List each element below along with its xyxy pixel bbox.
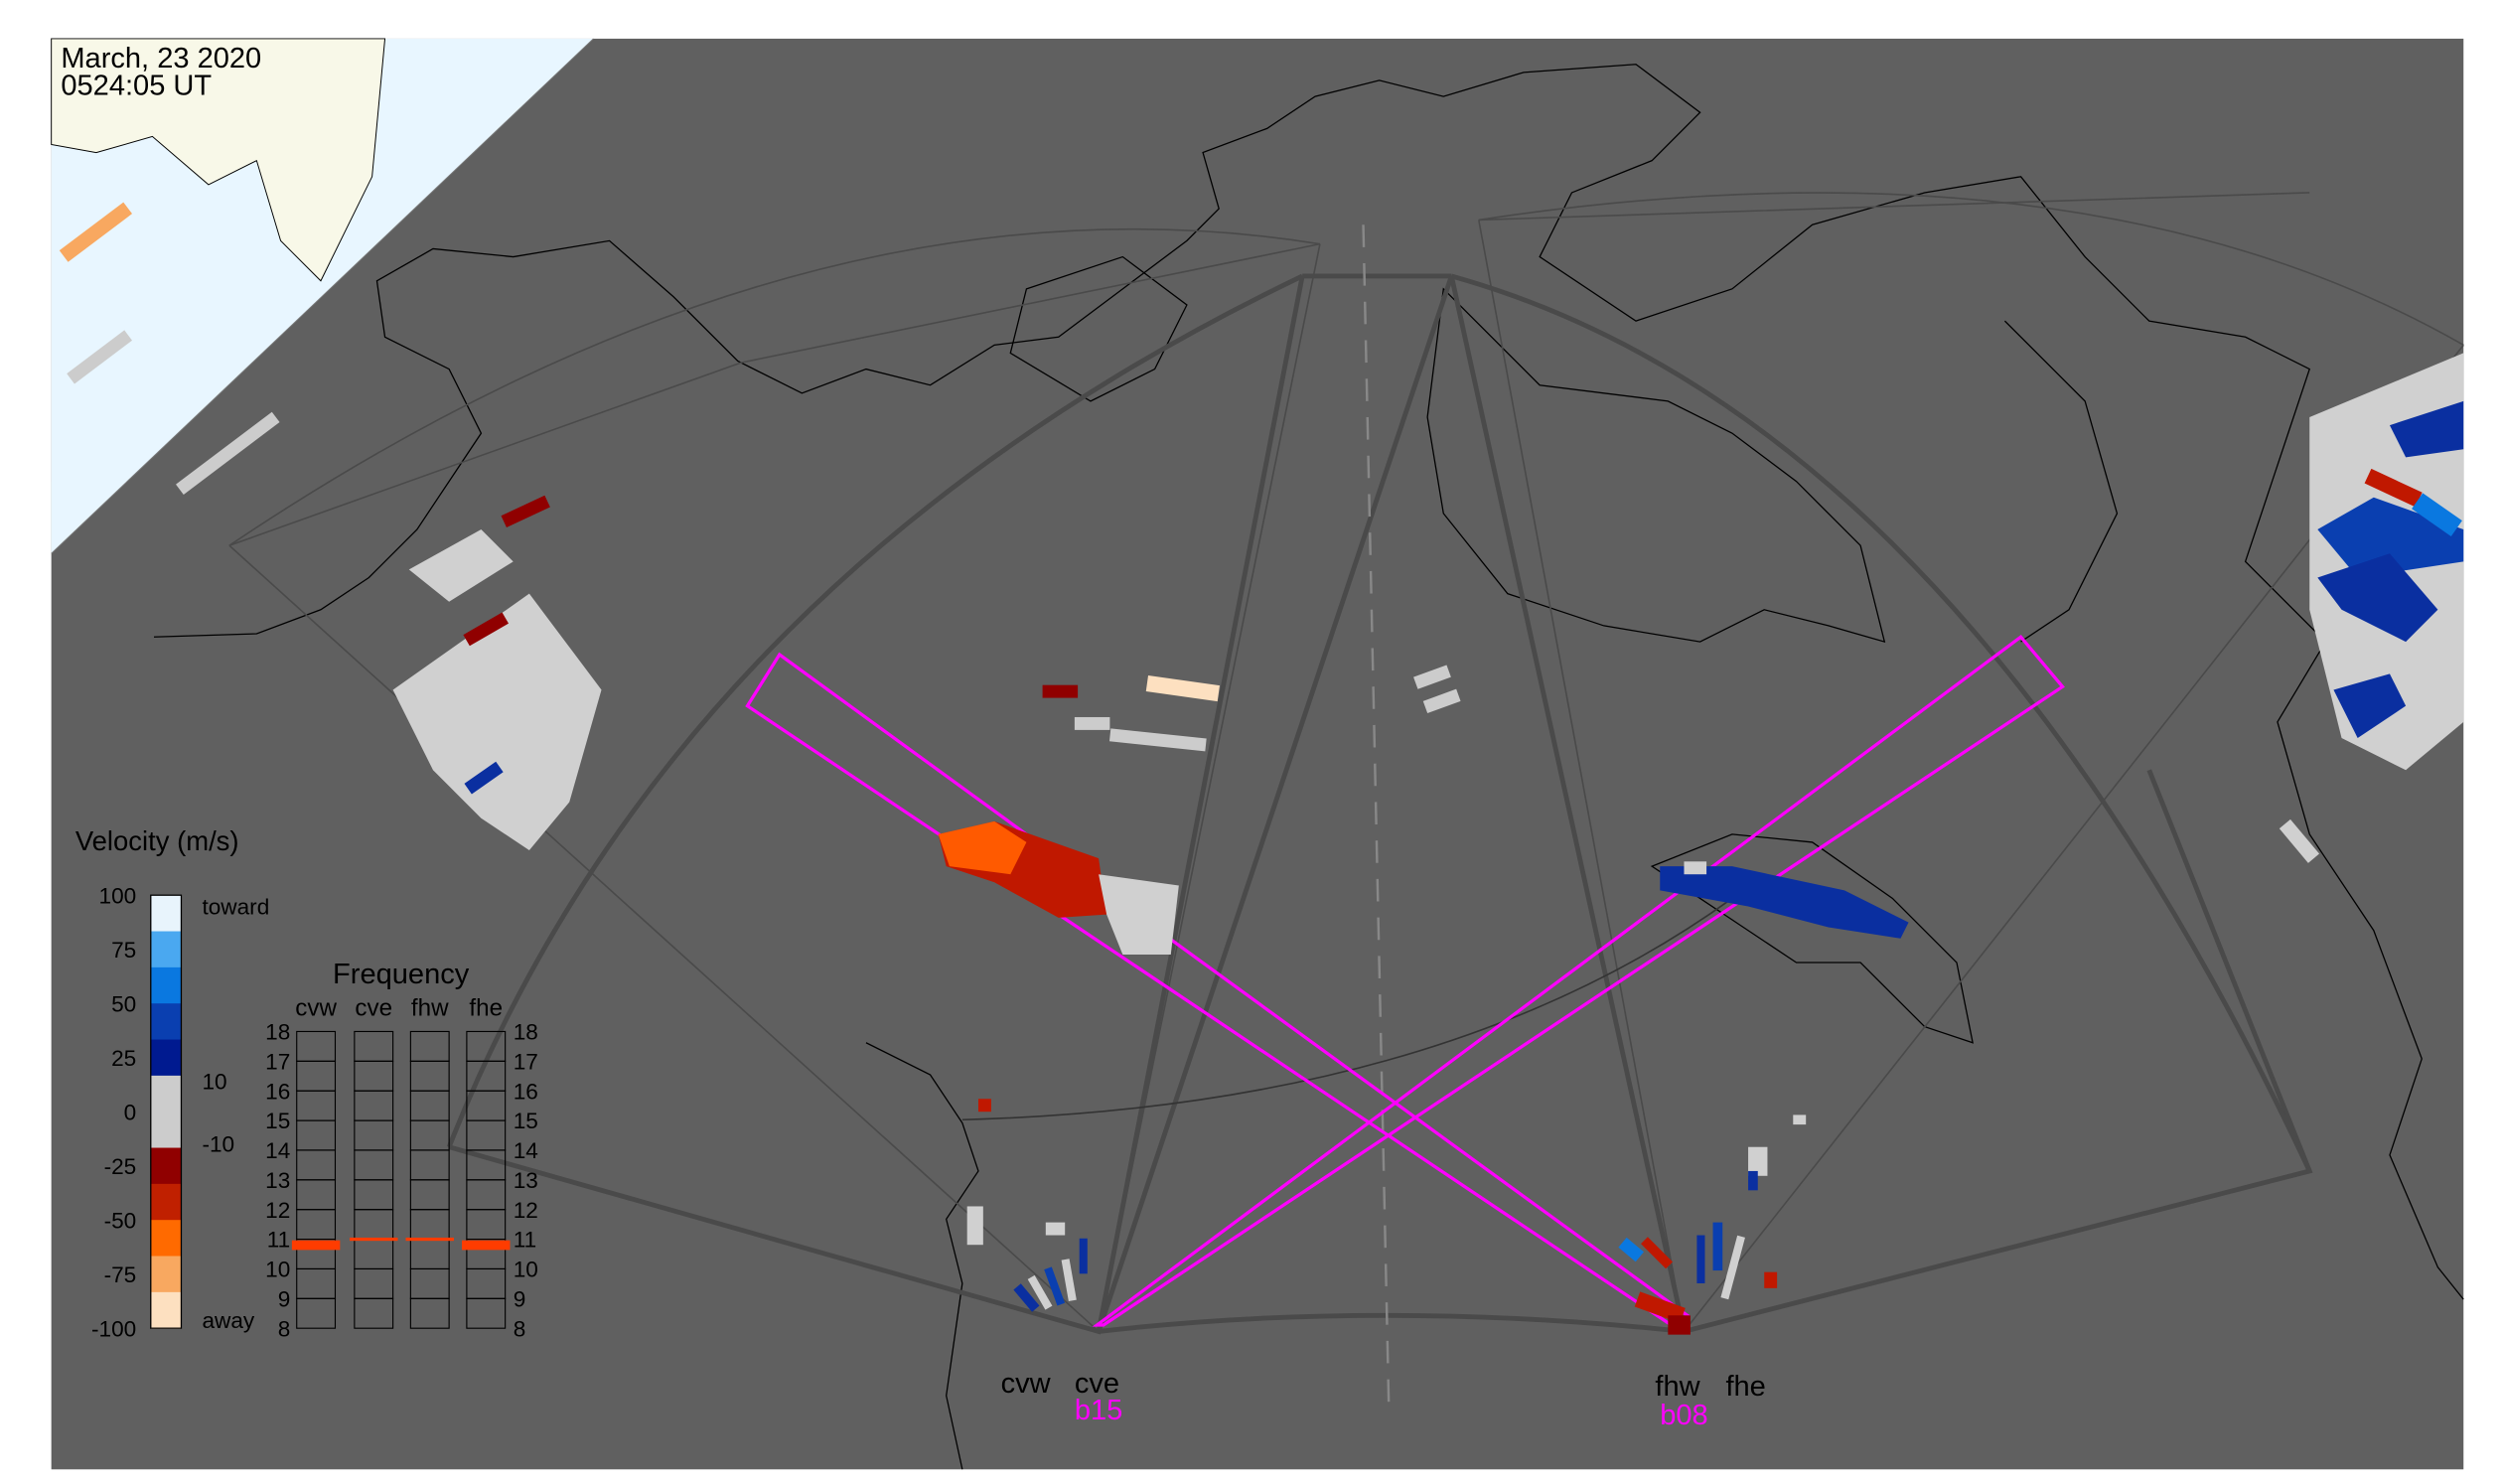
colorbar-tick-label: -100 <box>91 1316 136 1341</box>
frequency-tick-right: 13 <box>514 1168 538 1193</box>
away-label: away <box>202 1308 254 1333</box>
frequency-tick-right: 11 <box>514 1228 536 1253</box>
colorbar-tick-label: 0 <box>124 1100 137 1124</box>
frequency-tick-right: 18 <box>514 1020 538 1045</box>
frequency-tick-right: 9 <box>514 1286 526 1311</box>
velocity-legend: Velocity (m/s) 100 75 50 25 0 -25 -50 -75 -100 t… <box>75 825 269 1341</box>
frequency-tick-left: 16 <box>265 1079 290 1104</box>
frequency-mark-fhe <box>462 1240 511 1251</box>
frequency-column-label: cvw <box>295 994 337 1021</box>
frequency-cell <box>296 1030 337 1062</box>
colorbar-tick-label: 25 <box>111 1046 136 1071</box>
frequency-mark-fhw <box>405 1237 454 1242</box>
map-panel: March, 23 2020 0524:05 UT cvw cve b15 fh… <box>51 38 2464 1470</box>
colorbar-segment <box>150 895 182 933</box>
colorbar-segment <box>150 1147 182 1185</box>
radar-label-cvw: cvw <box>1001 1368 1052 1400</box>
radar-label-fhe: fhe <box>1725 1371 1765 1403</box>
fh-near-range-echoes <box>1618 1114 1807 1335</box>
colorbar-segment <box>150 966 182 1005</box>
radar-label-fhw: fhw <box>1655 1371 1700 1403</box>
colorbar-segment <box>150 1075 182 1113</box>
date-label: March, 23 2020 <box>61 43 261 74</box>
toward-label: toward <box>202 895 269 920</box>
colorbar-ticks: 100 75 50 25 0 -25 -50 -75 -100 <box>91 883 136 1341</box>
terminator-edge <box>51 38 594 554</box>
radar-fov-outlines <box>228 192 2464 1412</box>
daylight-land-region <box>51 38 386 282</box>
colorbar-tick-label: -75 <box>104 1262 137 1287</box>
frequency-mark-cvw <box>291 1240 341 1251</box>
frequency-cell <box>354 1030 394 1062</box>
cv-near-range-echoes <box>1013 1238 1088 1312</box>
coastlines <box>153 64 2464 1470</box>
colorbar-tick-label: 100 <box>99 883 137 908</box>
colorbar-segment <box>150 1220 182 1258</box>
colorbar-segment <box>150 1112 182 1149</box>
frequency-tick-left: 8 <box>278 1316 291 1341</box>
velocity-colorbar <box>150 894 183 1329</box>
colorbar-tick-label: -25 <box>104 1154 137 1179</box>
velocity-echoes <box>59 202 2464 1335</box>
frequency-tick-right: 12 <box>514 1198 538 1223</box>
colorbar-tick-label: -50 <box>104 1208 137 1233</box>
frequency-tick-left: 13 <box>265 1168 290 1193</box>
radar-label-cve: cve <box>1075 1368 1119 1400</box>
colorbar-frame <box>150 894 183 1329</box>
threshold-pos-label: 10 <box>202 1070 226 1095</box>
beam-fhw-b08 <box>1092 635 2065 1327</box>
frequency-column-label: fhw <box>411 994 449 1021</box>
velocity-legend-title: Velocity (m/s) <box>75 825 239 856</box>
colorbar-tick-label: 50 <box>111 991 136 1016</box>
frequency-cell <box>409 1030 450 1062</box>
frequency-tick-right: 8 <box>514 1316 526 1341</box>
frequency-column-label: fhe <box>469 994 503 1021</box>
frequency-tick-right: 17 <box>514 1049 538 1074</box>
map-background <box>51 38 2464 1470</box>
beam-label-fh: b08 <box>1660 1400 1707 1431</box>
frequency-tick-left: 14 <box>265 1138 290 1163</box>
frequency-tick-right: 15 <box>514 1109 538 1133</box>
colorbar-tick-label: 75 <box>111 938 136 963</box>
colorbar-segment <box>150 1039 182 1077</box>
frequency-cell <box>466 1030 507 1062</box>
frequency-tick-left: 15 <box>265 1109 290 1133</box>
frequency-tick-right: 10 <box>514 1258 538 1282</box>
beam-label-cv: b15 <box>1075 1395 1122 1426</box>
frequency-tick-left: 9 <box>278 1286 291 1311</box>
frequency-tick-left: 11 <box>267 1228 290 1253</box>
colorbar-segment <box>150 931 182 968</box>
frequency-tick-left: 12 <box>265 1198 290 1223</box>
colorbar-segment <box>150 1291 182 1329</box>
threshold-neg-label: -10 <box>202 1132 234 1157</box>
frequency-tick-left: 17 <box>265 1049 290 1074</box>
frequency-column-label: cve <box>355 994 392 1021</box>
colorbar-segment <box>150 1183 182 1222</box>
frequency-mark-cve <box>350 1237 398 1242</box>
frequency-tick-left: 18 <box>265 1020 290 1045</box>
colorbar-segment <box>150 1003 182 1041</box>
colorbar-segment <box>150 1256 182 1293</box>
frequency-tick-right: 16 <box>514 1079 538 1104</box>
frequency-tick-right: 14 <box>514 1138 538 1163</box>
frequency-title: Frequency <box>333 959 470 990</box>
frequency-tick-left: 10 <box>265 1258 290 1282</box>
time-label: 0524:05 UT <box>61 70 212 101</box>
